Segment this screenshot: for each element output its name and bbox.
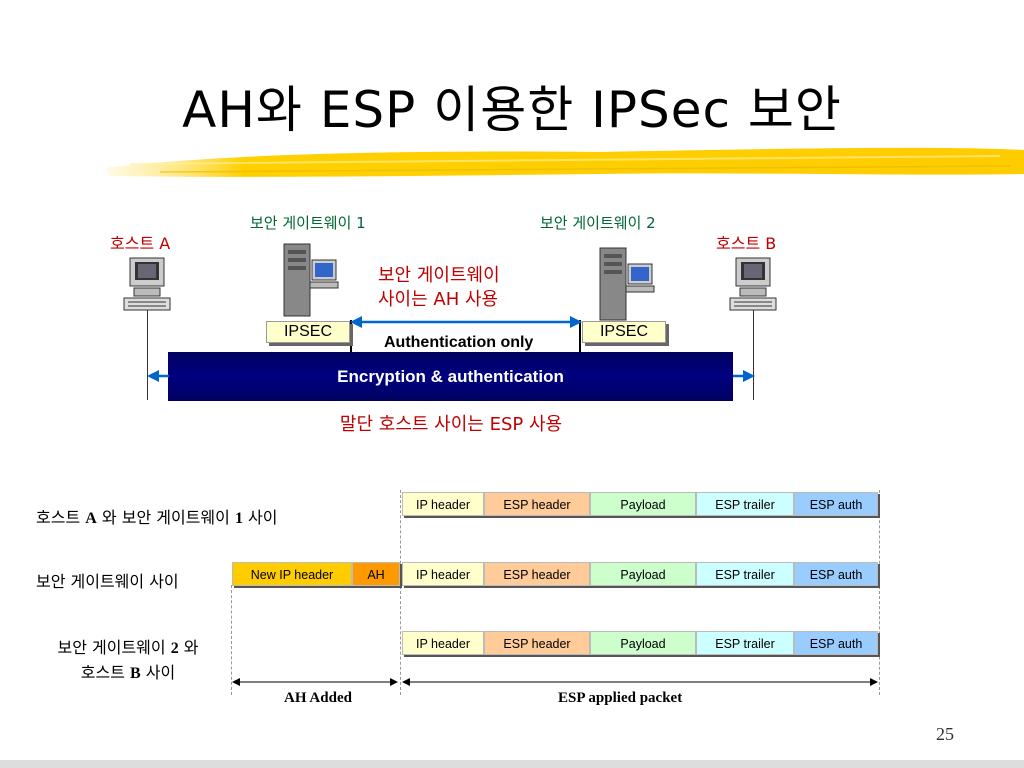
row3-ip-header: IP header — [402, 631, 484, 655]
end-to-end-arrow — [147, 370, 755, 382]
ipsec-left-label: IPSEC — [266, 321, 350, 343]
row2-new-ip-header: New IP header — [232, 562, 352, 586]
host-a-computer-icon — [123, 257, 171, 311]
gateway1-label: 보안 게이트웨이 1 — [250, 214, 366, 232]
esp-applied-label: ESP applied packet — [558, 690, 683, 706]
page-title: AH와 ESP 이용한 IPSec 보안 — [182, 81, 842, 139]
gateway2-label: 보안 게이트웨이 2 — [540, 214, 656, 232]
host-b-line — [753, 310, 754, 400]
ipsec-right-label: IPSEC — [582, 321, 666, 343]
row2-label: 보안 게이트웨이 사이 — [36, 572, 179, 591]
host-a-line — [147, 310, 148, 400]
auth-only-label: Authentication only — [384, 334, 534, 351]
auth-only-arrow — [350, 316, 582, 328]
row1-payload: Payload — [590, 492, 696, 516]
guide-line-left — [231, 585, 232, 695]
highlighter-stroke — [105, 147, 1024, 177]
host-a-label: 호스트 A — [110, 234, 171, 253]
row1-ip-header: IP header — [402, 492, 484, 516]
gateway1-server-icon — [283, 243, 339, 317]
guide-line-right — [879, 490, 880, 695]
host-b-computer-icon — [729, 257, 777, 311]
ah-note-line1: 보안 게이트웨이 — [378, 265, 500, 286]
row1-esp-trailer: ESP trailer — [696, 492, 794, 516]
row2-esp-auth: ESP auth — [794, 562, 878, 586]
row1-label: 호스트 A 와 보안 게이트웨이 1 사이 — [36, 508, 278, 527]
row1-esp-auth: ESP auth — [794, 492, 878, 516]
row2-ah: AH — [352, 562, 400, 586]
guide-line-mid — [400, 490, 401, 695]
ah-note-line2: 사이는 AH 사용 — [378, 289, 499, 310]
ah-added-label: AH Added — [284, 690, 352, 706]
esp-note: 말단 호스트 사이는 ESP 사용 — [339, 414, 563, 435]
row3-esp-trailer: ESP trailer — [696, 631, 794, 655]
row2-ip-header: IP header — [402, 562, 484, 586]
row2-esp-header: ESP header — [484, 562, 590, 586]
gateway2-line — [579, 320, 581, 354]
gateway2-server-icon — [599, 247, 655, 321]
bottom-band — [0, 760, 1024, 768]
row3-label: 보안 게이트웨이 2 와 호스트 B 사이 — [57, 638, 199, 682]
row3-esp-auth: ESP auth — [794, 631, 878, 655]
row2-payload: Payload — [590, 562, 696, 586]
gateway1-line — [350, 320, 352, 354]
page-number: 25 — [936, 724, 954, 744]
host-b-label: 호스트 B — [716, 234, 777, 253]
row1-esp-header: ESP header — [484, 492, 590, 516]
encryption-tunnel: Encryption & authentication — [168, 352, 733, 401]
ah-note: 보안 게이트웨이 사이는 AH 사용 — [378, 264, 500, 312]
row2-esp-trailer: ESP trailer — [696, 562, 794, 586]
dimension-arrows — [232, 678, 878, 686]
row3-payload: Payload — [590, 631, 696, 655]
row3-esp-header: ESP header — [484, 631, 590, 655]
